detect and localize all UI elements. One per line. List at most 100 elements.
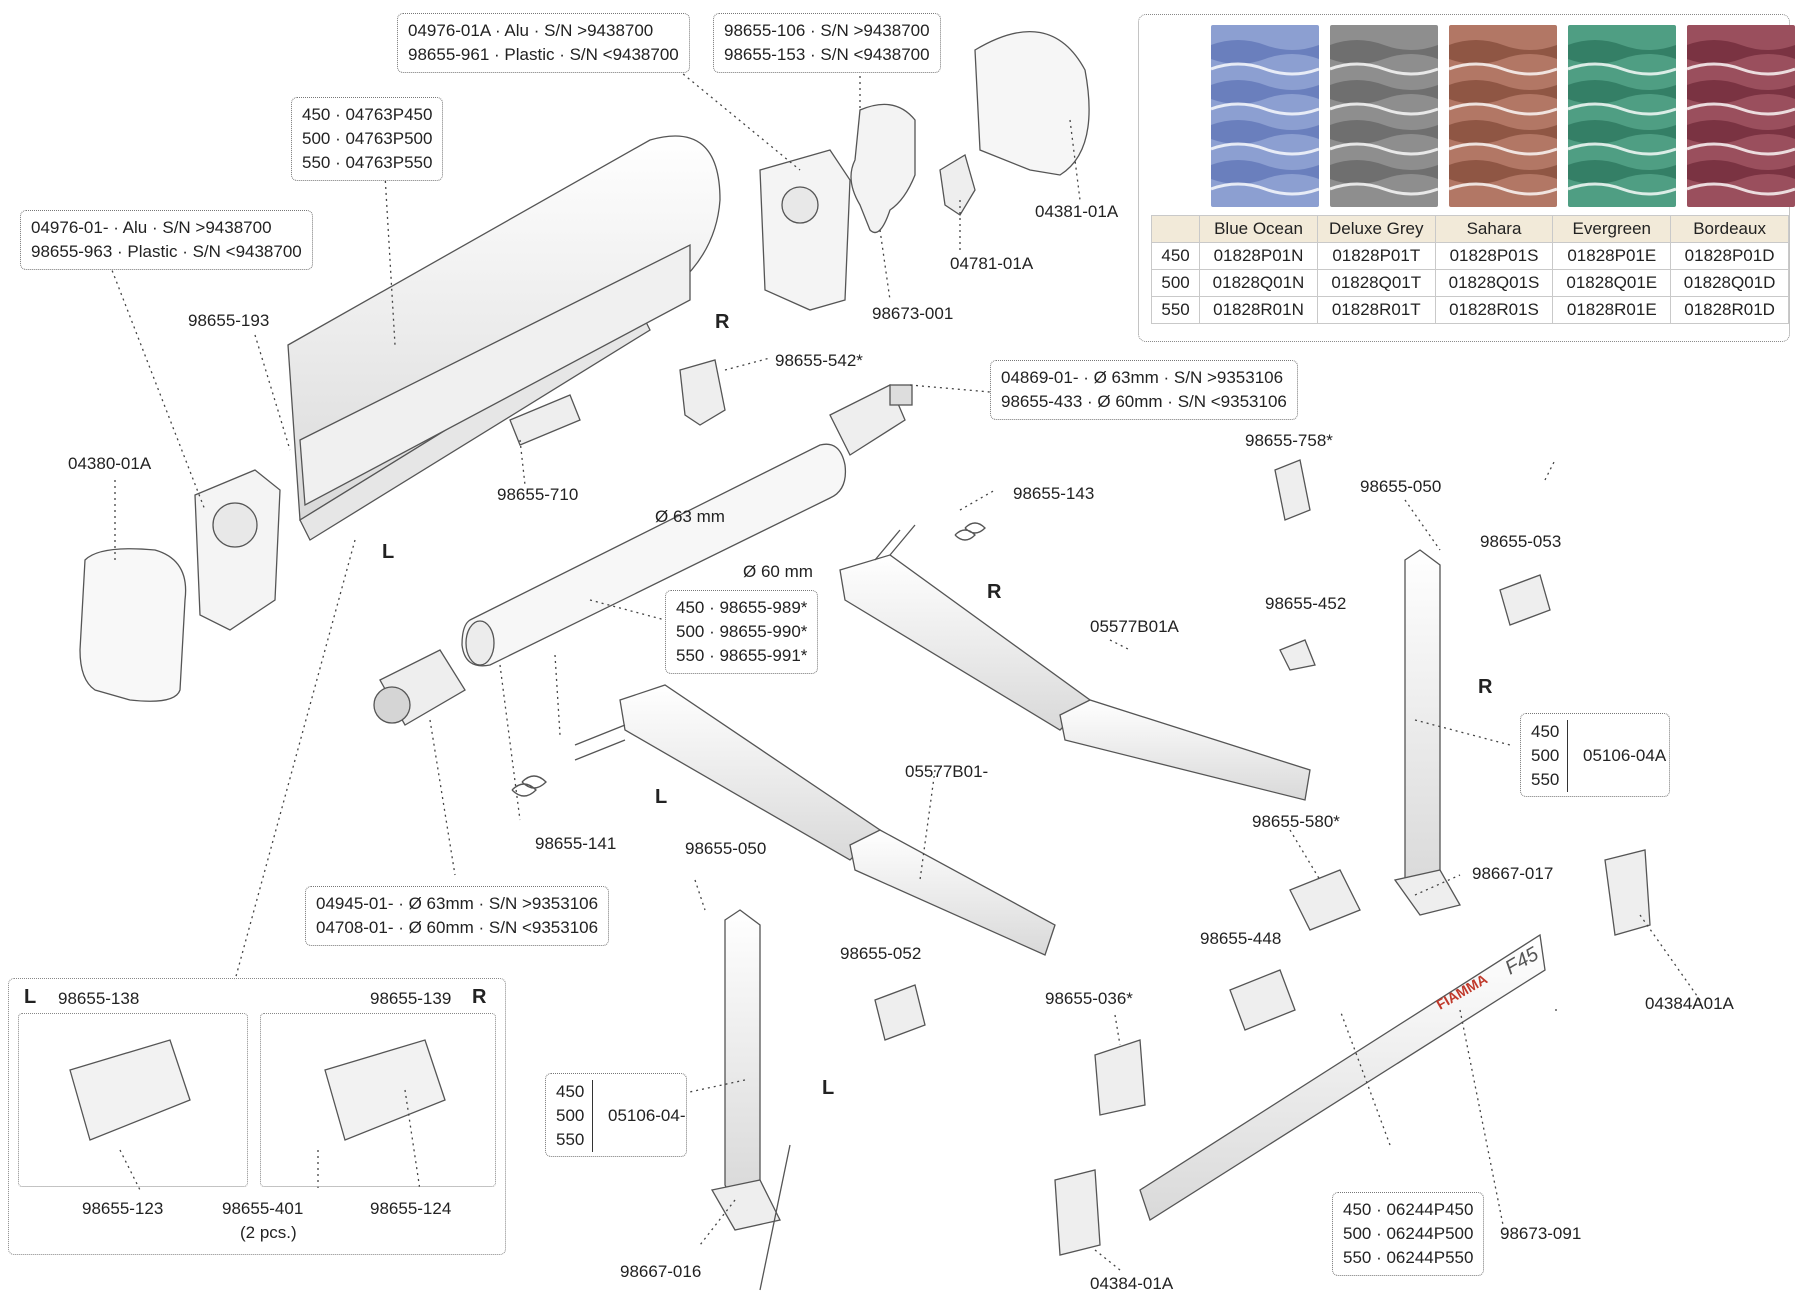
callout-leg-left: 450 500 550 05106-04-: [545, 1073, 687, 1157]
leg-size: 500: [1531, 746, 1560, 765]
colour-name: Deluxe Grey: [1316, 215, 1436, 243]
callout-line: 98655-961 · Plastic · S/N <9438700: [408, 45, 679, 64]
label-98655-050-right: 98655-050: [1360, 477, 1442, 496]
colour-name: Bordeaux: [1670, 215, 1789, 243]
code-cell: 01828P01S: [1434, 242, 1554, 270]
callout-winch: 98655-106 · S/N >9438700 98655-153 · S/N…: [713, 13, 941, 73]
code-cell: 01828Q01S: [1434, 269, 1554, 297]
colour-header-row: Blue Ocean Deluxe Grey Sahara Evergreen …: [1150, 215, 1789, 243]
roller-end-right: [829, 384, 906, 456]
spring-143: [954, 522, 986, 541]
bracket-542: [679, 359, 726, 426]
roller-tube: [461, 443, 847, 667]
callout-line: 450 · 04763P450: [302, 105, 433, 124]
leg-size: 500: [556, 1106, 585, 1125]
side-marker-r-top: R: [715, 311, 730, 333]
right-leg-foot: [1393, 869, 1461, 916]
left-arm-lower: [849, 829, 1056, 956]
wedge-452: [1279, 639, 1316, 671]
callout-line: 98655-963 · Plastic · S/N <9438700: [31, 242, 302, 261]
code-cell: 01828Q01N: [1199, 269, 1318, 297]
label-04384A01A: 04384A01A: [1645, 994, 1734, 1013]
side-marker-l-case: L: [382, 541, 395, 563]
label-98655-052: 98655-052: [840, 944, 922, 963]
label-04380-01A: 04380-01A: [68, 454, 152, 473]
code-cell: 01828Q01E: [1552, 269, 1672, 297]
callout-line: 04869-01- · Ø 63mm · S/N >9353106: [1001, 368, 1284, 387]
label-98673-001: 98673-001: [872, 304, 954, 323]
detail-panel-right: [260, 1013, 496, 1187]
code-cell: 01828Q01T: [1316, 269, 1436, 297]
label-98655-448: 98655-448: [1200, 929, 1282, 948]
colour-name: Blue Ocean: [1199, 215, 1318, 243]
callout-case-sizes: 450 · 04763P450 500 · 04763P500 550 · 04…: [291, 97, 444, 181]
callout-line: 450 · 98655-989*: [676, 598, 808, 617]
row-size: 500: [1150, 269, 1201, 297]
callout-line: 550 · 98655-991*: [676, 646, 808, 665]
side-marker-r-leg: R: [1478, 676, 1493, 698]
colour-name: Sahara: [1434, 215, 1554, 243]
callout-line: 500 · 98655-990*: [676, 622, 808, 641]
label-98655-452: 98655-452: [1265, 594, 1347, 613]
leg-sizes: 450 500 550: [1531, 720, 1569, 792]
label-98655-036: 98655-036*: [1045, 989, 1133, 1008]
label-98655-124: 98655-124: [370, 1199, 452, 1218]
callout-line: 98655-153 · S/N <9438700: [724, 45, 930, 64]
label-98655-193: 98655-193: [188, 311, 270, 330]
left-end-bracket: [194, 469, 281, 631]
leg-size: 550: [556, 1130, 585, 1149]
label-98655-401: 98655-401: [222, 1199, 304, 1218]
label-98655-139: 98655-139: [370, 989, 452, 1008]
label-05577B01A: 05577B01A: [1090, 617, 1179, 636]
callout-line: 04945-01- · Ø 63mm · S/N >9353106: [316, 894, 599, 913]
code-cell: 01828P01E: [1552, 242, 1672, 270]
bracket-580: [1289, 869, 1361, 931]
detail-panel-left: [18, 1013, 248, 1187]
code-cell: 01828R01S: [1434, 296, 1554, 324]
label-98655-758: 98655-758*: [1245, 431, 1333, 450]
label-98655-710: 98655-710: [497, 485, 579, 504]
right-leg: [1404, 549, 1441, 891]
rail-end-04384A: [1604, 849, 1651, 936]
bracket-758: [1274, 459, 1311, 521]
callout-end-cap-left: 04976-01- · Alu · S/N >9438700 98655-963…: [20, 210, 313, 270]
rail-end-04384: [1054, 1169, 1101, 1256]
callout-tube-sizes: 450 · 98655-989* 500 · 98655-990* 550 · …: [665, 590, 819, 674]
front-rail: [1139, 933, 1546, 1221]
callout-line: 98655-106 · S/N >9438700: [724, 21, 930, 40]
bracket-448: [1229, 969, 1296, 1031]
colour-row: 550 01828R01N 01828R01T 01828R01S 01828R…: [1150, 296, 1789, 324]
side-marker-l-arm: L: [655, 786, 668, 808]
callout-roller-end-left: 04945-01- · Ø 63mm · S/N >9353106 04708-…: [305, 886, 610, 946]
fabric-swatch: [1687, 25, 1795, 207]
code-cell: 01828P01T: [1316, 242, 1436, 270]
label-diameter-63: Ø 63 mm: [655, 507, 725, 526]
callout-line: 04976-01A · Alu · S/N >9438700: [408, 21, 654, 40]
callout-rail-sizes: 450 · 06244P450 500 · 06244P500 550 · 06…: [1332, 1192, 1485, 1276]
bracket-053: [1499, 574, 1551, 626]
callout-line: 450 · 06244P450: [1343, 1200, 1474, 1219]
colour-code-table: Blue Ocean Deluxe Grey Sahara Evergreen …: [1150, 215, 1789, 324]
fabric-holder: [509, 394, 581, 446]
colour-name: Evergreen: [1552, 215, 1672, 243]
label-04384-01A: 04384-01A: [1090, 1274, 1174, 1293]
callout-line: 550 · 04763P550: [302, 153, 433, 172]
leg-size: 550: [1531, 770, 1560, 789]
code-cell: 01828P01D: [1670, 242, 1789, 270]
right-gear: [781, 186, 819, 224]
code-cell: 01828P01N: [1199, 242, 1318, 270]
callout-line: 04708-01- · Ø 60mm · S/N <9353106: [316, 918, 599, 937]
label-04781-01A: 04781-01A: [950, 254, 1034, 273]
code-cell: 01828Q01D: [1670, 269, 1789, 297]
code-cell: 01828R01N: [1199, 296, 1318, 324]
callout-line: 500 · 04763P500: [302, 129, 433, 148]
leg-code: 05106-04A: [1583, 746, 1667, 765]
callout-line: 98655-433 · Ø 60mm · S/N <9353106: [1001, 392, 1287, 411]
label-98655-141: 98655-141: [535, 834, 617, 853]
fabric-swatch: [1211, 25, 1319, 207]
bracket-052: [874, 984, 926, 1041]
label-98655-050-left: 98655-050: [685, 839, 767, 858]
inner-profile: [299, 243, 691, 507]
label-98655-123: 98655-123: [82, 1199, 164, 1218]
